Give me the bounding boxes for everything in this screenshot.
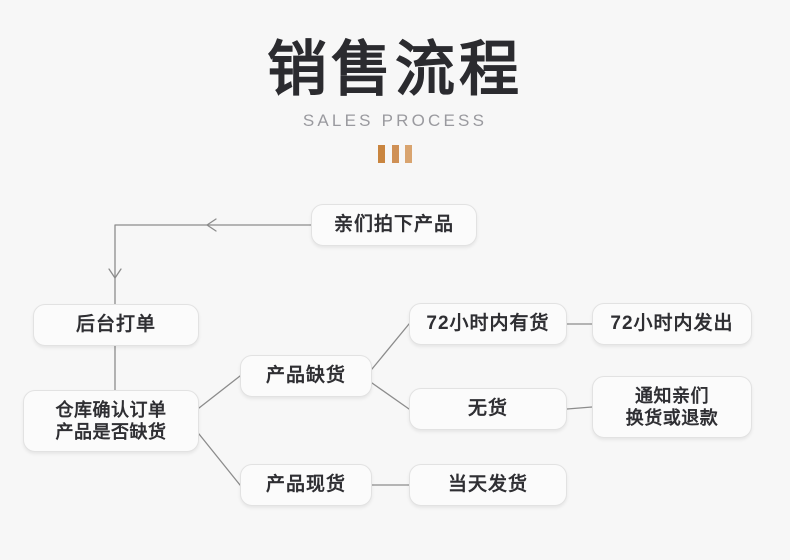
- edge-oos-to-nostock: [371, 382, 410, 410]
- node-available-within-72-hours[interactable]: 72小时内有货: [409, 303, 567, 345]
- node-backend-print-order[interactable]: 后台打单: [33, 304, 199, 346]
- edge-oos-to-have72: [371, 323, 410, 370]
- node-ship-within-72-hours[interactable]: 72小时内发出: [592, 303, 752, 345]
- edge-nostock-to-notify: [566, 406, 593, 410]
- node-same-day-shipping[interactable]: 当天发货: [409, 464, 567, 506]
- edge-warehouse-to-instock: [198, 433, 241, 486]
- node-notify-exchange-or-refund[interactable]: 通知亲们 换货或退款: [592, 376, 752, 438]
- page-title: 销售流程: [267, 36, 523, 103]
- accent-bar-2: [391, 145, 399, 163]
- node-product-in-stock[interactable]: 产品现货: [240, 464, 372, 506]
- accent-bar-1: [378, 145, 385, 163]
- accent-bar-3: [405, 145, 412, 163]
- page-subtitle: SALES PROCESS: [302, 111, 488, 130]
- accent-bars-divider: [378, 145, 412, 163]
- page-header: 销售流程 SALES PROCESS: [0, 0, 790, 163]
- edge-warehouse-to-oos: [198, 375, 241, 409]
- node-product-out-of-stock[interactable]: 产品缺货: [240, 355, 372, 397]
- arrowhead-left: [206, 218, 217, 232]
- node-no-stock[interactable]: 无货: [409, 388, 567, 430]
- node-customer-places-order[interactable]: 亲们拍下产品: [311, 204, 477, 246]
- node-warehouse-confirm-order[interactable]: 仓库确认订单 产品是否缺货: [23, 390, 199, 452]
- arrowhead-down: [108, 268, 122, 279]
